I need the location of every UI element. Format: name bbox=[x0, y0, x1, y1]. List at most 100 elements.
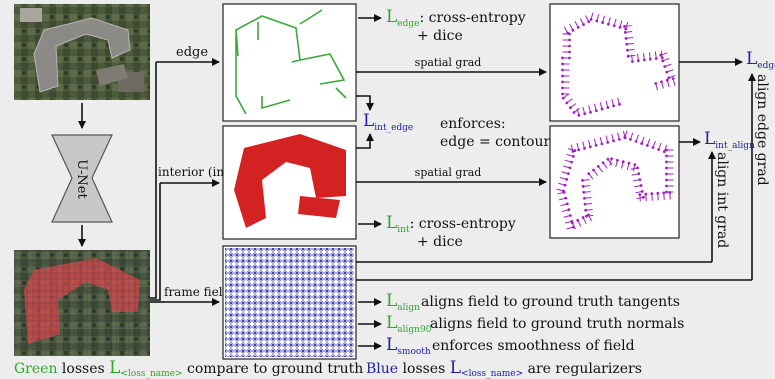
l-smooth-text: enforces smoothness of field bbox=[432, 338, 635, 354]
gradient-arrow-head bbox=[624, 36, 628, 40]
l-align-text: aligns field to ground truth tangents bbox=[421, 294, 680, 310]
unet-label: U-Net bbox=[74, 159, 89, 199]
gradient-arrow-head bbox=[587, 20, 591, 24]
gradient-arrow-head bbox=[665, 184, 668, 188]
gradient-arrow-head bbox=[665, 78, 669, 82]
l-edge-text2: + dice bbox=[417, 28, 463, 44]
gradient-arrow-head bbox=[651, 146, 655, 149]
gradient-arrow-head bbox=[662, 191, 666, 195]
gradient-arrow-head bbox=[606, 140, 610, 144]
l-int-edge-text2: edge = contour(int) bbox=[440, 134, 580, 150]
gradient-arrow-head bbox=[665, 190, 668, 194]
gradient-arrow-head bbox=[573, 149, 577, 152]
gradient-arrow-head bbox=[623, 30, 627, 34]
output-overlay-image bbox=[14, 250, 150, 356]
interior-output-image bbox=[222, 125, 357, 240]
gradient-arrow-head bbox=[662, 150, 666, 154]
gradient-arrow-head bbox=[566, 172, 570, 176]
gradient-arrow-head bbox=[568, 50, 571, 54]
gradient-arrow-head bbox=[570, 160, 574, 164]
gradient-arrow-head bbox=[571, 154, 575, 158]
gradient-arrow-head bbox=[589, 17, 593, 21]
interior-gradient-arrows bbox=[556, 130, 674, 230]
gradient-arrow-head bbox=[612, 24, 616, 28]
edge-gradient-arrows bbox=[561, 12, 676, 117]
gradient-arrow-head bbox=[596, 165, 600, 168]
l-int-text2: + dice bbox=[417, 234, 463, 250]
l-edge-loss: Ledge: cross-entropy bbox=[386, 7, 526, 29]
gradient-arrow-head bbox=[577, 148, 581, 152]
spatial-grad-mid-label: spatial grad bbox=[415, 166, 482, 179]
gradient-arrow-head bbox=[561, 92, 564, 96]
gradient-arrow-head bbox=[576, 218, 580, 222]
gradient-arrow-head bbox=[568, 166, 572, 170]
gradient-arrow-head bbox=[665, 178, 668, 182]
gradient-arrow-head bbox=[642, 195, 645, 199]
gradient-arrow-head bbox=[665, 166, 668, 170]
arrow-edge-to-l-int-edge bbox=[356, 95, 374, 111]
edge-gradient-image bbox=[549, 3, 680, 122]
gradient-arrow-head bbox=[601, 21, 605, 24]
gradient-arrow-head bbox=[634, 139, 638, 143]
l-align90-loss: Lalign90 bbox=[386, 313, 432, 335]
gradient-arrow-head bbox=[612, 139, 615, 143]
gradient-arrow-head bbox=[595, 19, 599, 23]
gradient-arrow-head bbox=[607, 22, 610, 26]
gradient-arrow-head bbox=[665, 70, 669, 74]
gradient-arrow-head bbox=[642, 58, 646, 62]
gradient-arrow-head bbox=[668, 191, 672, 194]
gradient-arrow-head bbox=[587, 172, 591, 176]
gradient-arrow-head bbox=[582, 23, 585, 26]
frame-field-branch-label: frame field bbox=[164, 285, 231, 299]
gradient-arrow-head bbox=[650, 192, 654, 196]
gradient-arrow-head bbox=[561, 80, 564, 84]
gradient-arrow-head bbox=[636, 59, 640, 63]
gradient-arrow-head bbox=[665, 154, 668, 158]
legend-blue: Blue losses L<loss_name> are regularizer… bbox=[366, 358, 642, 379]
gradient-arrow-head bbox=[561, 74, 564, 78]
gradient-arrow-head bbox=[570, 219, 574, 223]
gradient-arrow-head bbox=[671, 77, 675, 81]
edge-output-image bbox=[222, 3, 357, 122]
gradient-arrow-head bbox=[561, 56, 564, 60]
unet-block: U-Net bbox=[51, 134, 113, 223]
gradient-arrow-head bbox=[639, 184, 643, 187]
gradient-arrow-head bbox=[561, 189, 565, 193]
l-smooth-loss: Lsmooth bbox=[386, 335, 431, 357]
gradient-arrow-head bbox=[667, 76, 671, 80]
gradient-arrow-head bbox=[663, 65, 667, 68]
gradient-arrow-head bbox=[665, 148, 668, 152]
gradient-arrow-head bbox=[631, 60, 634, 63]
gradient-arrow-head bbox=[625, 42, 629, 46]
gradient-arrow-head bbox=[657, 148, 661, 151]
gradient-arrow-head bbox=[576, 25, 580, 29]
gradient-arrow-head bbox=[618, 26, 622, 29]
gradient-arrow-head bbox=[571, 28, 575, 32]
l-int-edge-loss: Lint_edge bbox=[363, 111, 413, 133]
gradient-arrow-head bbox=[572, 111, 576, 114]
gradient-arrow-head bbox=[584, 208, 588, 212]
gradient-arrow-head bbox=[587, 213, 590, 217]
gradient-arrow-head bbox=[648, 57, 652, 61]
gradient-arrow-head bbox=[583, 146, 586, 150]
gradient-arrow-head bbox=[659, 53, 663, 57]
gradient-arrow-head bbox=[638, 178, 642, 182]
gradient-arrow-head bbox=[582, 190, 586, 194]
l-align-loss: Lalign bbox=[386, 291, 420, 313]
gradient-arrow-head bbox=[601, 161, 605, 165]
l-int-loss: Lint: cross-entropy bbox=[386, 213, 516, 235]
gradient-arrow-head bbox=[610, 157, 613, 161]
gradient-arrow-head bbox=[581, 216, 585, 219]
gradient-arrow-head bbox=[583, 112, 587, 116]
l-int-align-loss: Lint_align bbox=[704, 129, 755, 151]
gradient-arrow-head bbox=[640, 142, 644, 145]
gradient-arrow-head bbox=[594, 143, 598, 147]
gradient-arrow-head bbox=[565, 101, 569, 105]
spatial-grad-top-label: spatial grad bbox=[415, 56, 482, 69]
gradient-arrow-head bbox=[626, 48, 629, 52]
align-edge-grad-label: align edge grad bbox=[754, 74, 770, 186]
gradient-arrow-head bbox=[638, 193, 642, 196]
gradient-arrow-head bbox=[592, 168, 595, 172]
gradient-arrow-head bbox=[645, 144, 649, 147]
